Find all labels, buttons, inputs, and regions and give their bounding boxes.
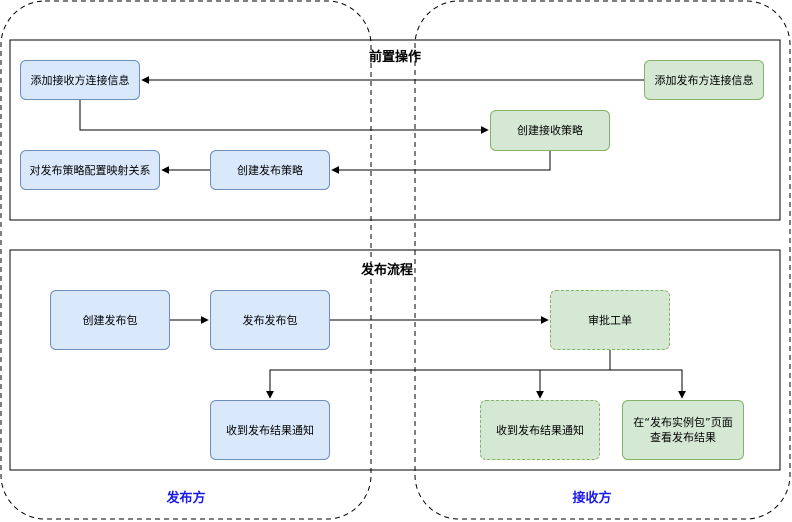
create-publish-policy-node: 创建发布策略: [210, 150, 330, 190]
create-receive-policy-node: 创建接收策略: [490, 110, 610, 151]
publisher-notify-node: 收到发布结果通知: [210, 400, 330, 460]
edge-review-to-view-result: [610, 369, 686, 399]
review-ticket-node: 审批工单: [550, 290, 670, 350]
pre-operation-title: 前置操作: [368, 50, 421, 65]
edge-review-branch: [266, 350, 611, 399]
add-receiver-connection-node: 添加接收方连接信息: [20, 60, 140, 100]
create-package-node: 创建发布包: [50, 290, 170, 350]
add-publisher-connection-node: 添加发布方连接信息: [644, 60, 764, 100]
config-mapping-node: 对发布策略配置映射关系: [20, 150, 160, 190]
publisher-lane-label: 发布方: [166, 491, 206, 506]
publisher-lane: [0, 0, 372, 520]
receiver-lane: [414, 0, 791, 520]
receiver-notify-node: 收到发布结果通知: [480, 400, 600, 460]
publish-package-node: 发布发布包: [210, 290, 330, 350]
receiver-lane-label: 接收方: [572, 491, 612, 506]
edge-receive-policy-to-publish-policy: [331, 151, 551, 174]
publish-flow-title: 发布流程: [360, 263, 413, 278]
edge-receiver-conn-to-receive-policy: [79, 100, 489, 134]
publish-flow-section: [9, 249, 781, 471]
pre-operation-section: [9, 39, 781, 221]
view-result-node: 在“发布实例包”页面查看发布结果: [622, 400, 744, 460]
